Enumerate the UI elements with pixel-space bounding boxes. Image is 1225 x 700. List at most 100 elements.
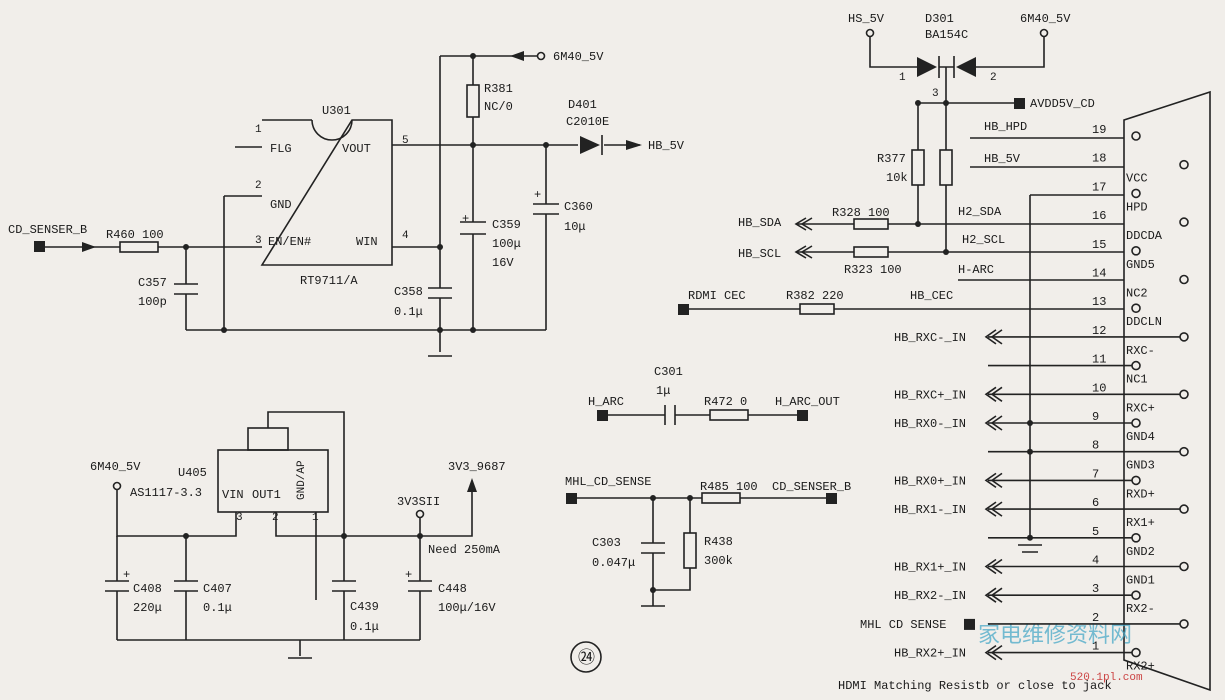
page-marker bbox=[570, 641, 602, 673]
cd-senser-label: CD_SENSER_B bbox=[8, 223, 87, 237]
pin-vout: VOUT bbox=[342, 142, 371, 156]
pin-number: 2 bbox=[1092, 611, 1099, 625]
c358-label: C358 bbox=[394, 285, 423, 299]
net-label: HB_RX0-_IN bbox=[894, 417, 966, 431]
junction bbox=[915, 221, 921, 227]
connector-pin bbox=[1179, 504, 1189, 514]
pin-flg: FLG bbox=[270, 142, 292, 156]
hdmi-block: HS_5V D301 BA154C 6M40_5V 1 2 3 AVDD5V_C… bbox=[678, 12, 1211, 693]
arrow-icon bbox=[626, 140, 642, 150]
connector-pin bbox=[1131, 532, 1141, 543]
pin-name: RX2- bbox=[1126, 602, 1155, 616]
double-arrow-icon bbox=[984, 386, 1003, 402]
r377-label: R377 bbox=[877, 152, 906, 166]
connector-pin bbox=[1131, 246, 1141, 256]
net-3v3-9687: 3V3_9687 bbox=[448, 460, 506, 474]
u301-block: U301 RT9711/A FLG GND EN/EN# VOUT WIN 1 … bbox=[8, 50, 685, 357]
c303 bbox=[641, 498, 665, 606]
c357-value: 100p bbox=[138, 295, 167, 309]
u405-ref: U405 bbox=[178, 466, 207, 480]
net-hbsda: HB_SDA bbox=[738, 216, 782, 230]
cd-senser-port bbox=[826, 493, 837, 504]
connector-pin bbox=[1131, 475, 1141, 486]
junction bbox=[1027, 420, 1033, 426]
pin-out1: OUT1 bbox=[252, 488, 281, 502]
net-hb5v: HB_5V bbox=[648, 139, 685, 153]
3v3-9687-wire bbox=[420, 490, 473, 537]
r382 bbox=[799, 303, 835, 315]
pin-num: 2 bbox=[990, 72, 997, 84]
d301-wires bbox=[869, 37, 1045, 68]
net-harc: H-ARC bbox=[958, 263, 994, 277]
r328-label: R328 100 bbox=[832, 206, 890, 220]
double-arrow-icon bbox=[984, 472, 1003, 489]
junction bbox=[915, 100, 921, 106]
double-arrow-icon bbox=[794, 245, 813, 259]
r381 bbox=[466, 84, 480, 118]
avdd-branch bbox=[917, 102, 1014, 224]
net-3v3sii: 3V3SII bbox=[397, 495, 440, 509]
polarity: + bbox=[405, 568, 412, 582]
pin-name: RX1+ bbox=[1126, 516, 1155, 530]
terminal bbox=[865, 28, 875, 38]
connector-pin bbox=[1179, 561, 1189, 572]
pin-num: 3 bbox=[932, 88, 939, 100]
r328 bbox=[853, 218, 889, 230]
polarity: + bbox=[462, 212, 469, 226]
pin-number: 15 bbox=[1092, 238, 1106, 252]
pin-num: 1 bbox=[899, 72, 906, 84]
ground-icon bbox=[1018, 544, 1042, 553]
r323-label: R323 100 bbox=[844, 263, 902, 277]
net-avdd: AVDD5V_CD bbox=[1030, 97, 1095, 111]
page-number: ㉔ bbox=[578, 648, 595, 669]
c357 bbox=[174, 247, 198, 330]
c448-value: 100μ/16V bbox=[438, 601, 496, 615]
u301-body bbox=[260, 119, 393, 266]
pin-name: GND4 bbox=[1126, 430, 1155, 444]
u301-part: RT9711/A bbox=[300, 274, 358, 288]
u405-body bbox=[217, 449, 329, 513]
h-arc-port bbox=[597, 410, 608, 421]
pin-number: 19 bbox=[1092, 123, 1106, 137]
double-arrow-icon bbox=[984, 558, 1003, 575]
c301 bbox=[664, 405, 676, 425]
pin-num: 5 bbox=[402, 135, 409, 147]
net-h2sda: H2_SDA bbox=[958, 205, 1002, 219]
c360-label: C360 bbox=[564, 200, 593, 214]
c407 bbox=[174, 536, 198, 640]
junction bbox=[470, 142, 476, 148]
c359-voltage: 16V bbox=[492, 256, 514, 270]
watermark: 家电维修资料网 bbox=[978, 623, 1132, 648]
terminal bbox=[536, 51, 546, 61]
pin-number: 16 bbox=[1092, 209, 1106, 223]
pin-name: DDCLN bbox=[1126, 315, 1162, 329]
terminal bbox=[112, 481, 122, 491]
cd-senser-label: CD_SENSER_B bbox=[772, 480, 851, 494]
connector-pin bbox=[1131, 131, 1141, 141]
r472 bbox=[709, 409, 749, 421]
connector-pin bbox=[1131, 303, 1141, 314]
c360 bbox=[533, 145, 559, 330]
mhl-label: MHL_CD_SENSE bbox=[565, 475, 651, 489]
h-arc-out-label: H_ARC_OUT bbox=[775, 395, 840, 409]
net-hbhpd: HB_HPD bbox=[984, 120, 1027, 134]
junction bbox=[1027, 448, 1033, 455]
c448-label: C448 bbox=[438, 582, 467, 596]
u405-part: AS1117-3.3 bbox=[130, 486, 202, 500]
pin-name: GND5 bbox=[1126, 258, 1155, 272]
pin-number: 14 bbox=[1092, 267, 1106, 281]
c439-value: 0.1μ bbox=[350, 620, 379, 634]
c301-label: C301 bbox=[654, 365, 683, 379]
net-hb5v: HB_5V bbox=[984, 152, 1021, 166]
connector-pin bbox=[1179, 332, 1189, 342]
h-arc-label: H_ARC bbox=[588, 395, 624, 409]
pin-name: VCC bbox=[1126, 172, 1148, 186]
c357-label: C357 bbox=[138, 276, 167, 290]
pin-name: GND1 bbox=[1126, 574, 1155, 588]
pin-name: NC2 bbox=[1126, 287, 1148, 301]
c358 bbox=[428, 56, 452, 330]
net-6m40: 6M40_5V bbox=[553, 50, 604, 64]
connector-pin bbox=[1131, 188, 1141, 199]
r438-value: 300k bbox=[704, 554, 733, 568]
